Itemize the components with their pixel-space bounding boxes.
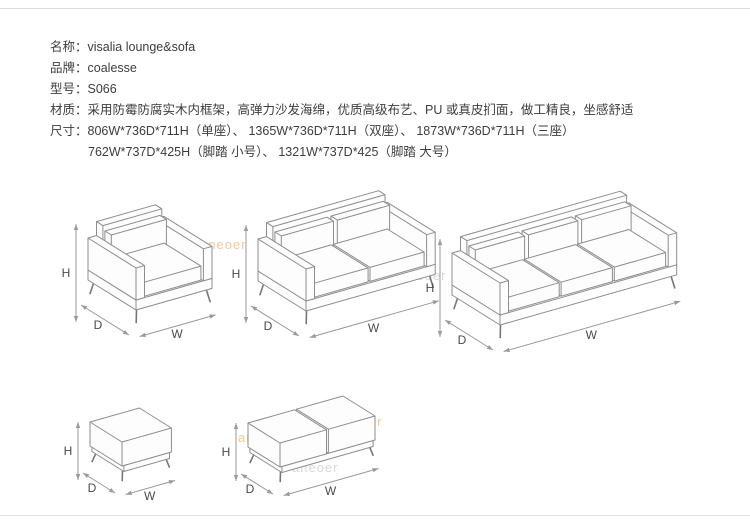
drawing-footstool-small: H D W: [60, 404, 186, 510]
width-label: W: [324, 483, 337, 498]
width-label: W: [585, 327, 598, 342]
height-label: H: [231, 267, 241, 281]
footstool-large-iso: [233, 395, 379, 496]
spec-value: visalia lounge&sofa: [87, 40, 196, 54]
spec-label: 材质：: [50, 103, 88, 117]
spec-row-material: 材质：采用防霉防腐实木内框架，高弹力沙发海绵，优质高级布艺、PU 或真皮扪面，做…: [50, 100, 720, 121]
spec-value: 806W*736D*711H（单座）、 1365W*736D*711H（双座）、…: [87, 124, 575, 138]
width-label: W: [144, 489, 156, 503]
drawing-two-seat-sofa: H D W: [226, 182, 450, 354]
single-seat-sofa-iso: [73, 204, 216, 337]
top-divider: [0, 8, 750, 9]
drawing-single-seat-sofa: H D W: [56, 196, 228, 348]
three-seat-sofa-iso: [437, 190, 681, 352]
spec-value: 采用防霉防腐实木内框架，高弹力沙发海绵，优质高级布艺、PU 或真皮扪面，做工精良…: [87, 103, 634, 117]
bottom-divider: [0, 515, 750, 516]
width-label: W: [171, 327, 183, 342]
two-seat-sofa-iso: [243, 190, 439, 338]
depth-label: D: [457, 333, 467, 347]
spec-value: coalesse: [87, 61, 137, 75]
drawing-footstool-large: H D W: [218, 392, 390, 512]
height-label: H: [425, 281, 435, 295]
spec-label: 品牌：: [50, 61, 88, 75]
spec-row-brand: 品牌：coalesse: [50, 58, 720, 79]
spec-label: 型号：: [50, 82, 88, 96]
drawing-three-seat-sofa: H D W: [420, 182, 692, 368]
spec-row-size-2: 762W*737D*425H（脚踏 小号）、 1321W*737D*425（脚踏…: [50, 142, 720, 163]
spec-row-name: 名称：visalia lounge&sofa: [50, 37, 720, 58]
spec-list: 名称：visalia lounge&sofa 品牌：coalesse 型号：S0…: [50, 37, 720, 163]
spec-label: 尺寸：: [50, 124, 88, 138]
height-label: H: [221, 445, 231, 459]
depth-label: D: [245, 482, 255, 496]
height-label: H: [61, 266, 71, 280]
height-label: H: [63, 444, 73, 458]
depth-label: D: [87, 481, 97, 495]
depth-label: D: [263, 319, 273, 333]
spec-row-size: 尺寸：806W*736D*711H（单座）、 1365W*736D*711H（双…: [50, 121, 720, 142]
footstool-small-iso: [75, 407, 176, 495]
spec-label: 名称：: [50, 40, 88, 54]
width-label: W: [367, 320, 380, 335]
depth-label: D: [93, 318, 103, 332]
spec-value: 762W*737D*425H（脚踏 小号）、 1321W*737D*425（脚踏…: [88, 145, 457, 159]
spec-value: S066: [87, 82, 117, 96]
spec-row-model: 型号：S066: [50, 79, 720, 100]
